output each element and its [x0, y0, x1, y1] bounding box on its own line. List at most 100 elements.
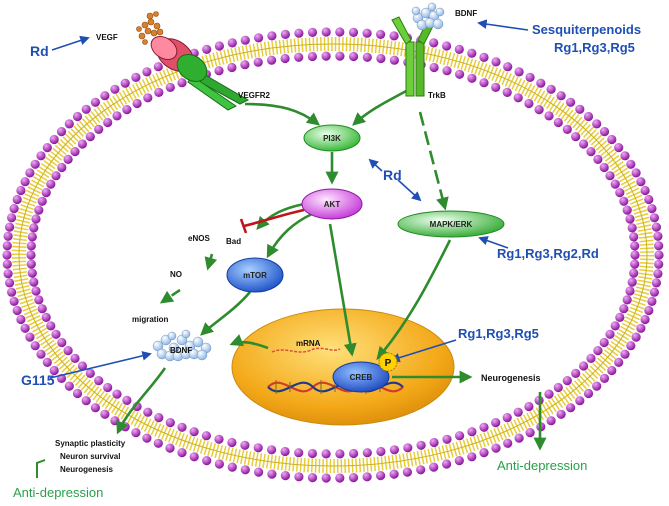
lipid-head	[240, 440, 250, 450]
lipid-head	[502, 413, 512, 423]
lipid-head	[514, 67, 524, 77]
lipid-head	[254, 467, 264, 477]
lipid-head	[349, 448, 359, 459]
lipid-head	[27, 268, 37, 278]
lipid-head	[85, 132, 95, 142]
lipid-head	[502, 87, 512, 97]
mapk-label: MAPK/ERK	[430, 220, 473, 229]
lipid-head	[579, 361, 589, 371]
label-migration: migration	[132, 315, 169, 324]
lipid-head	[42, 357, 52, 367]
bdnf-bead	[181, 329, 191, 339]
lipid-head	[253, 57, 263, 67]
lipid-head	[321, 473, 331, 483]
lipid-head	[556, 409, 566, 419]
arrow-rg-creb	[390, 339, 457, 363]
lipid-head	[153, 62, 163, 72]
lipid-head	[503, 438, 513, 448]
lipid-head	[81, 104, 91, 114]
label-bdnf-top: BDNF	[455, 9, 477, 18]
lipid-head	[651, 222, 662, 232]
lipid-head	[583, 388, 594, 399]
lipid-head	[614, 143, 624, 153]
lipid-head	[562, 124, 572, 134]
lipid-head	[579, 139, 589, 149]
lipid-head	[41, 188, 51, 198]
lipid-head	[2, 250, 12, 260]
lipid-head	[240, 35, 250, 45]
lipid-head	[615, 188, 625, 198]
lipid-head	[112, 111, 122, 121]
lipid-head	[72, 111, 83, 122]
lipid-head	[26, 259, 36, 269]
bdnf-bead	[432, 18, 444, 30]
lipid-head	[631, 332, 641, 342]
lipid-head	[307, 27, 318, 37]
lipid-head	[64, 381, 74, 391]
outcome-neurogenesis: Neurogenesis	[60, 465, 113, 474]
label-bdnf-mid: BDNF	[170, 346, 192, 355]
lipid-head	[5, 278, 15, 288]
label-enos: eNOS	[188, 234, 210, 243]
lipid-head	[491, 57, 501, 67]
lipid-head	[335, 473, 345, 483]
pathway-arrows	[36, 88, 547, 478]
lipid-head	[534, 105, 544, 115]
lipid-head	[267, 469, 277, 479]
lipid-head	[85, 368, 95, 378]
lipid-head	[402, 467, 412, 477]
lipid-head	[629, 268, 639, 278]
lipid-head	[640, 185, 650, 196]
lipid-head	[122, 395, 132, 405]
lipid-head	[525, 72, 535, 82]
label-bad: Bad	[226, 237, 241, 246]
lipid-head	[3, 231, 13, 241]
lipid-head	[416, 465, 426, 475]
lipid-head	[143, 407, 153, 417]
lipid-head	[57, 337, 67, 348]
drug-rd-left: Rd	[30, 43, 49, 59]
lipid-head	[49, 134, 59, 145]
lipid-head	[41, 312, 51, 322]
lipid-head	[362, 52, 372, 62]
lipid-head	[307, 448, 317, 459]
lipid-head	[12, 305, 22, 316]
lipid-head	[416, 440, 426, 450]
cell-membrane	[2, 27, 664, 483]
lipid-head	[280, 53, 290, 64]
lipid-head	[202, 44, 212, 55]
lipid-head	[46, 179, 56, 189]
lipid-head	[503, 62, 513, 72]
lipid-head	[630, 250, 640, 260]
lipid-head	[479, 52, 489, 63]
lipid-head	[389, 31, 399, 41]
lipid-head	[536, 78, 546, 88]
mtor-label: mTOR	[243, 271, 267, 280]
lipid-head	[622, 205, 632, 215]
lipid-head	[599, 127, 610, 137]
lipid-head	[654, 250, 664, 260]
label-no: NO	[170, 270, 182, 279]
lipid-head	[214, 434, 224, 444]
lipid-head	[63, 154, 73, 164]
arrow-vegfr2-pi3k	[244, 102, 321, 126]
lipid-head	[442, 434, 452, 444]
lipid-head	[2, 259, 12, 269]
lipid-head	[335, 449, 345, 459]
lipid-head	[214, 459, 224, 469]
lipid-head	[376, 446, 386, 457]
lipid-head	[165, 443, 175, 453]
lipid-head	[202, 456, 212, 466]
lipid-head	[70, 353, 80, 363]
lipid-head	[651, 278, 662, 288]
lipid-head	[546, 416, 556, 426]
lipid-head	[30, 341, 40, 351]
arrow-bdnf-outcomes	[116, 367, 167, 435]
lipid-head	[491, 82, 501, 92]
lipid-head	[34, 205, 44, 215]
lipid-head	[599, 162, 609, 173]
lipid-head	[429, 38, 439, 48]
lipid-head	[389, 469, 399, 479]
lipid-head	[294, 472, 304, 482]
